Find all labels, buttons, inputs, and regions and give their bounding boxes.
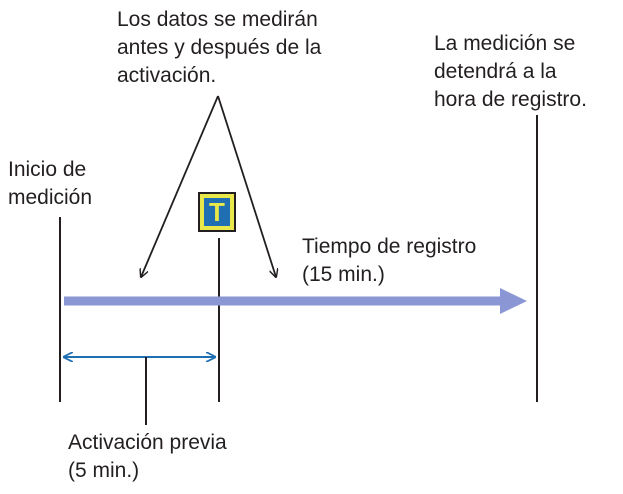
recording-time-label: Tiempo de registro (15 min.) <box>302 233 476 289</box>
recording-time-label-line-1: Tiempo de registro <box>302 235 477 258</box>
data-measured-note: Los datos se medirán antes y después de … <box>117 6 321 90</box>
before-trigger-arrow <box>141 95 219 277</box>
measurement-stop-note-line-3: hora de registro. <box>434 88 587 111</box>
measurement-stop-note-line-1: La medición se <box>434 32 576 55</box>
measurement-start-label-line-2: medición <box>8 186 93 209</box>
trigger-icon: T <box>198 192 236 232</box>
data-measured-note-line-3: activación. <box>117 64 217 87</box>
measurement-start-label: Inicio de medición <box>8 156 92 212</box>
data-measured-note-line-2: antes y después de la <box>117 36 322 59</box>
measurement-stop-note-line-2: detendrá a la <box>434 60 557 83</box>
after-trigger-arrow <box>217 95 276 277</box>
pre-trigger-label: Activación previa (5 min.) <box>68 429 227 485</box>
measurement-start-label-line-1: Inicio de <box>8 158 87 181</box>
data-measured-note-line-1: Los datos se medirán <box>117 8 318 31</box>
pre-trigger-label-line-2: (5 min.) <box>68 459 140 482</box>
recording-time-label-line-2: (15 min.) <box>302 263 385 286</box>
trigger-letter: T <box>204 198 230 226</box>
recording-timeline-arrowhead <box>500 288 527 314</box>
pre-trigger-label-line-1: Activación previa <box>68 431 227 454</box>
measurement-stop-note: La medición se detendrá a la hora de reg… <box>434 30 587 114</box>
